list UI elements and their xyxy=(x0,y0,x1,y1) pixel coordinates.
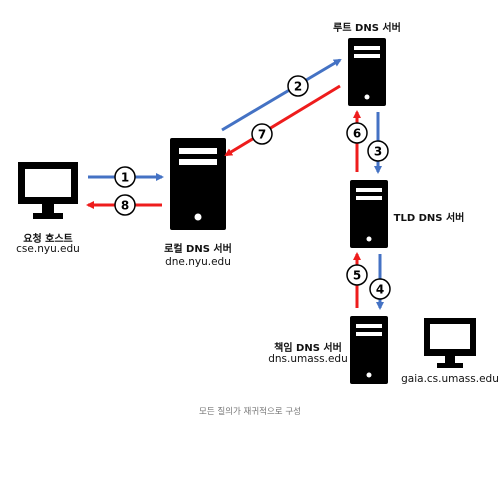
step-badge-5: 5 xyxy=(346,264,368,286)
svg-text:2: 2 xyxy=(294,80,302,94)
svg-text:5: 5 xyxy=(353,269,361,283)
step-badge-8: 8 xyxy=(114,194,136,216)
step-badge-4: 4 xyxy=(369,278,391,300)
arrow-step-7 xyxy=(224,84,341,157)
tld-dns-server-icon xyxy=(350,180,388,248)
svg-text:3: 3 xyxy=(374,145,382,159)
svg-text:7: 7 xyxy=(258,128,266,142)
authoritative-dns-title: 책임 DNS 서버 xyxy=(274,343,342,354)
requesting-host-title: 요청 호스트 xyxy=(23,234,73,245)
root-dns-title: 루트 DNS 서버 xyxy=(333,23,401,34)
step-badge-2: 2 xyxy=(287,75,309,97)
svg-text:1: 1 xyxy=(121,171,129,185)
root-dns-server-icon xyxy=(348,38,386,106)
local-dns-title: 로컬 DNS 서버 xyxy=(164,244,232,255)
step-badge-7: 7 xyxy=(251,123,273,145)
svg-text:4: 4 xyxy=(376,283,384,297)
step-badge-3: 3 xyxy=(367,140,389,162)
target-host-hostname: gaia.cs.umass.edu xyxy=(401,373,499,385)
target-host-monitor-icon xyxy=(424,318,476,368)
svg-text:8: 8 xyxy=(121,199,129,213)
requesting-host-hostname: cse.nyu.edu xyxy=(16,243,80,255)
figure-caption: 모든 질의가 재귀적으로 구성 xyxy=(199,407,301,417)
authoritative-dns-hostname: dns.umass.edu xyxy=(268,353,348,365)
arrow-step-2 xyxy=(221,58,342,132)
svg-text:6: 6 xyxy=(353,127,361,141)
local-dns-server-icon xyxy=(170,138,226,230)
step-badge-6: 6 xyxy=(346,122,368,144)
authoritative-dns-server-icon xyxy=(350,316,388,384)
step-badge-1: 1 xyxy=(114,166,136,188)
tld-dns-title: TLD DNS 서버 xyxy=(393,213,465,224)
requesting-host-monitor-icon xyxy=(18,162,78,219)
local-dns-hostname: dne.nyu.edu xyxy=(165,256,231,268)
